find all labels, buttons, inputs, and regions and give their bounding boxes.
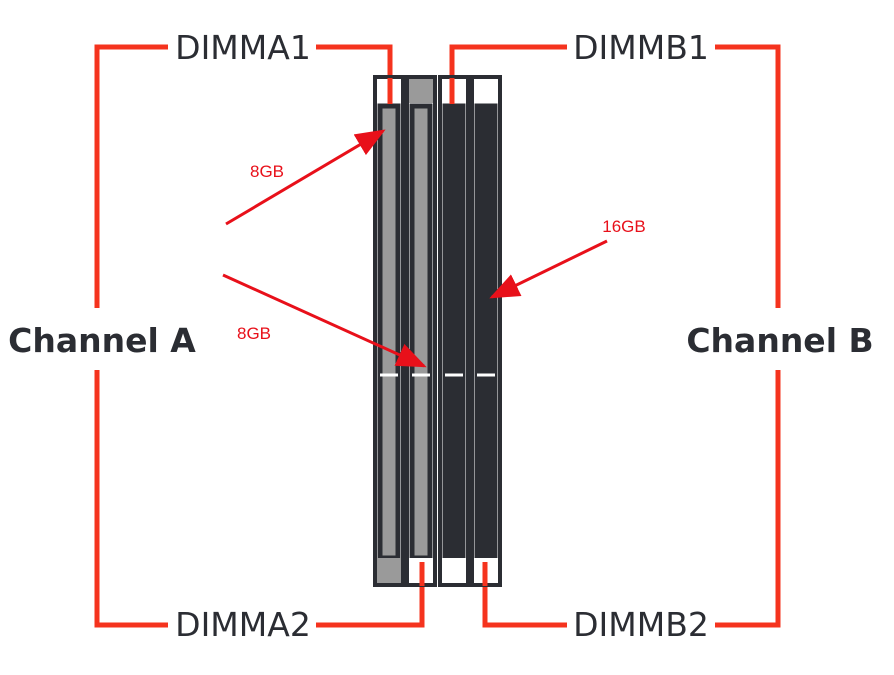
- capacity-arrows: [222, 129, 608, 368]
- label-dimmb2-size: 16GB: [602, 217, 645, 236]
- label-channel-a: Channel A: [8, 321, 196, 360]
- channel-b-bracket: [715, 44, 781, 628]
- label-dimma2-size: 8GB: [237, 324, 271, 343]
- slot-dimmb1: [438, 75, 470, 587]
- arrow-to-dimma1: [225, 129, 386, 226]
- label-dimma2: DIMMA2: [175, 605, 311, 644]
- label-dimma1-size: 8GB: [250, 162, 284, 181]
- slot-dimma1: [373, 75, 405, 587]
- slot-dimmb2: [470, 75, 502, 587]
- label-channel-b: Channel B: [686, 321, 873, 360]
- arrow-to-dimmb2: [489, 239, 608, 299]
- slot-dimma2: [405, 75, 437, 587]
- label-dimmb2: DIMMB2: [573, 605, 709, 644]
- channel-a-bracket: [94, 44, 168, 628]
- arrow-to-dimma2: [222, 273, 427, 368]
- slot-connector-tips: [387, 78, 488, 586]
- label-dimma1: DIMMA1: [175, 28, 311, 67]
- label-dimmb1: DIMMB1: [573, 28, 709, 67]
